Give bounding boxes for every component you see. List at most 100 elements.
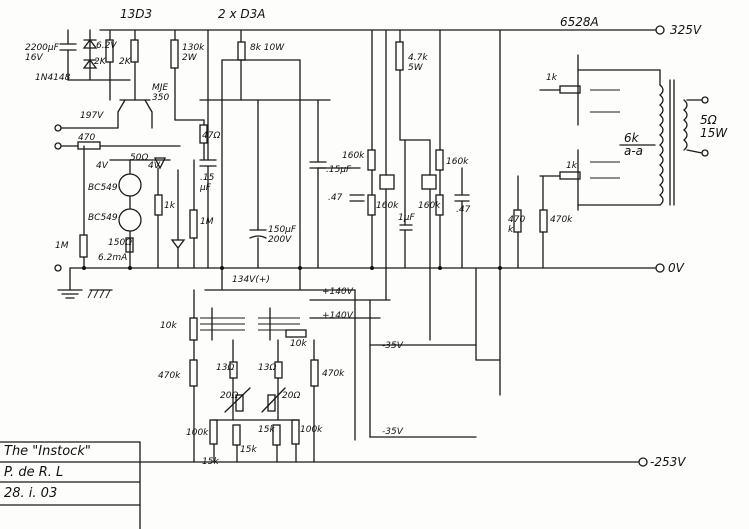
resistor-1k-a xyxy=(154,194,163,216)
label-pot-20-a: 20Ω xyxy=(220,391,238,401)
resistor-1m-b xyxy=(189,209,198,239)
label-10k-b: 10k xyxy=(290,339,307,349)
title-block: The "Instock" P. de R. L 28. i. 03 xyxy=(0,440,140,529)
input-terminal-gnd[interactable] xyxy=(54,264,62,272)
resistor-470 xyxy=(77,141,101,150)
label-rail-neg: -253V xyxy=(650,455,686,469)
pot-20-a xyxy=(235,394,244,412)
led xyxy=(170,239,186,250)
resistor-1k-c xyxy=(559,171,581,180)
label-4v-b: 4V xyxy=(148,161,161,171)
label-tube-6528a: 6528A xyxy=(560,15,599,29)
label-13-a: 13Ω xyxy=(216,363,234,373)
label-140v-a: +140V xyxy=(322,287,354,297)
label-470: 470 xyxy=(78,133,95,143)
label-160k-a: 160k xyxy=(342,151,365,161)
bc549-transistor-b xyxy=(118,208,142,232)
resistor-470k-c xyxy=(189,359,198,387)
resistor-100k-b xyxy=(291,419,300,445)
label-197v: 197V xyxy=(80,111,104,121)
label-47: 47Ω xyxy=(202,131,220,141)
zero-terminal[interactable] xyxy=(655,263,665,273)
input-terminal-b[interactable] xyxy=(54,142,62,150)
zener-diode xyxy=(82,38,98,49)
d3a-tube-a xyxy=(200,307,245,341)
hv-terminal[interactable] xyxy=(655,25,665,35)
label-1k-c: 1k xyxy=(566,161,578,171)
label-4v-a: 4V xyxy=(96,161,109,171)
label-rail-zero: 0V xyxy=(668,261,685,275)
label-zener: 6.2V xyxy=(96,41,117,51)
resistor-15k-a xyxy=(232,424,241,446)
label-150: 150Ω xyxy=(108,238,132,248)
label-1m-b: 1M xyxy=(200,217,214,227)
title-date: 28. i. 03 xyxy=(4,486,58,501)
diode-1n4148 xyxy=(82,58,98,69)
label-cap-1: 1μF xyxy=(398,213,415,223)
label-bc549-a: BC549 xyxy=(88,183,118,193)
resistor-2k-b xyxy=(130,39,139,63)
transformer-secondary xyxy=(682,99,688,151)
label-diode: 1N4148 xyxy=(35,73,71,83)
resistor-10k-a xyxy=(189,317,198,341)
label-160k-d: 160k xyxy=(418,201,441,211)
label-8k: 8k 10W xyxy=(250,43,285,53)
label-100k-a: 100k xyxy=(186,428,209,438)
label-rail-hv: 325V xyxy=(670,23,702,37)
label-pot-20-b: 20Ω xyxy=(282,391,300,401)
label-470k-b: 470k xyxy=(550,215,573,225)
resistor-130k xyxy=(170,39,179,69)
d3a-tube-b xyxy=(258,307,300,341)
title-name: The "Instock" xyxy=(4,444,91,459)
label-cap-015: .15μF xyxy=(326,165,352,175)
resistor-160k-b xyxy=(367,194,376,216)
label-15k-b: 15k xyxy=(258,425,275,435)
label-13-b: 13Ω xyxy=(258,363,276,373)
label-tube-d3a: 2 x D3A xyxy=(218,7,265,21)
label-1k-a: 1k xyxy=(164,201,176,211)
label-1k-b: 1k xyxy=(546,73,558,83)
label-160k-b: 160k xyxy=(376,201,399,211)
label-35v-a: -35V xyxy=(382,341,404,351)
label-2k-b: 2K xyxy=(119,57,132,67)
label-15k-a: 15k xyxy=(240,445,257,455)
resistor-100k-a xyxy=(209,419,218,445)
pot-20-b xyxy=(267,394,276,412)
resistor-1m-a xyxy=(79,234,88,258)
label-cap-47-b: .47 xyxy=(456,205,471,215)
resistor-10k-b xyxy=(285,329,307,338)
resistor-470k-d xyxy=(310,359,319,387)
label-tube-13d3: 13D3 xyxy=(120,7,152,21)
label-35v-b: -35V xyxy=(382,427,404,437)
driver-transistor-b xyxy=(421,174,437,190)
label-bc549-b: BC549 xyxy=(88,213,118,223)
resistor-160k-c xyxy=(435,149,444,171)
input-terminal-a[interactable] xyxy=(54,124,62,132)
label-2k-a: 2K xyxy=(94,57,107,67)
title-author: P. de R. L xyxy=(4,465,64,480)
label-1m-a: 1M xyxy=(55,241,69,251)
neg-terminal[interactable] xyxy=(638,457,648,467)
pot-50-symbol xyxy=(153,157,167,170)
resistor-1k-b xyxy=(559,85,581,94)
label-470k-c: 470k xyxy=(158,371,181,381)
bc549-transistor-a xyxy=(118,173,142,197)
label-pot-50: 50Ω xyxy=(130,153,148,163)
speaker-terminal-b[interactable] xyxy=(701,149,709,157)
resistor-8k xyxy=(237,41,246,61)
resistor-470k-b xyxy=(539,209,548,233)
label-10k-a: 10k xyxy=(160,321,177,331)
resistor-150 xyxy=(125,237,134,253)
speaker-terminal-a[interactable] xyxy=(701,96,709,104)
label-160k-c: 160k xyxy=(446,157,469,167)
resistor-160k-a xyxy=(367,149,376,171)
